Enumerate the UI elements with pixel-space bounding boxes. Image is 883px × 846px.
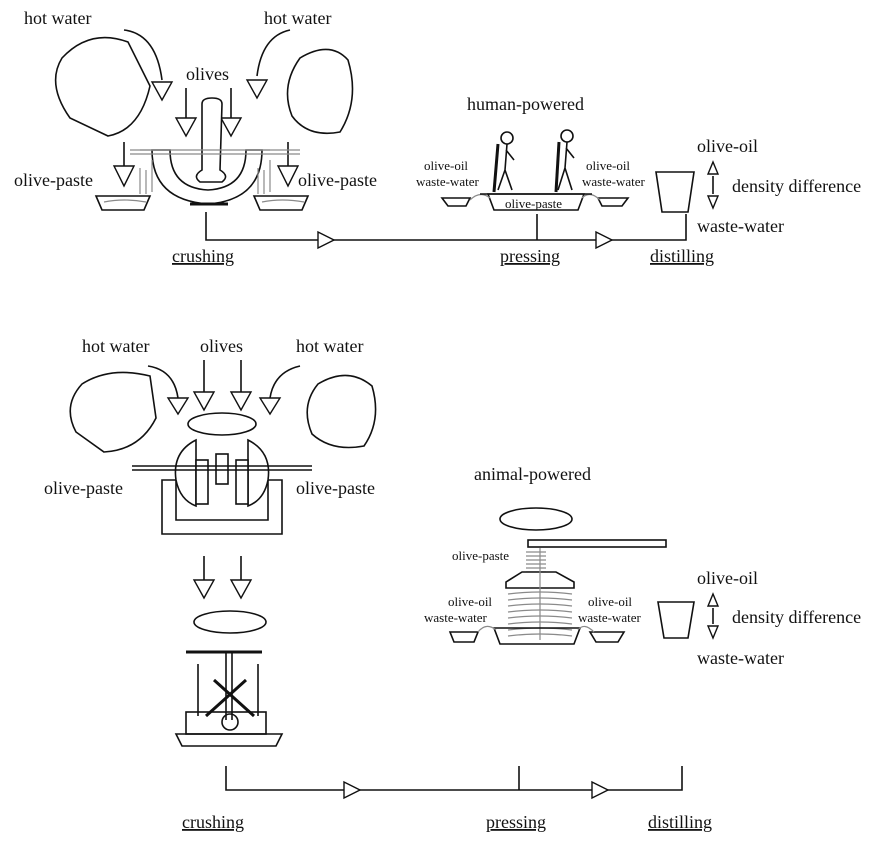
bottom-process-line: [225, 766, 683, 791]
bottom-stage-pressing-label: pressing: [486, 812, 546, 832]
top-hot-water-left-label: hot water: [24, 8, 91, 28]
top-paste-arrowhead-left: [112, 165, 136, 188]
bottom-press-olive-oil-left-label: olive-oil: [448, 594, 492, 609]
bottom-stage-distilling-label: distilling: [648, 812, 712, 832]
top-olive-paste-left-label: olive-paste: [14, 170, 93, 190]
top-olive-arrowhead-right: [219, 117, 243, 138]
top-hot-water-arrowhead-right: [245, 79, 269, 100]
bottom-panel: hot water olives hot water olive-paste o…: [44, 336, 861, 832]
top-hot-water-container-right: [286, 48, 354, 135]
bottom-press-olive-oil-right-label: olive-oil: [588, 594, 632, 609]
top-hot-water-arrowhead-left: [150, 81, 174, 102]
top-hot-water-right-label: hot water: [264, 8, 331, 28]
top-olive-arrowhead-left: [174, 117, 198, 138]
top-paste-arrowhead-right: [276, 165, 300, 188]
bottom-hot-water-arrowhead-right: [258, 397, 282, 416]
top-hot-water-flow-left: [123, 29, 163, 81]
bottom-distilling-vessel: [657, 601, 695, 639]
top-waste-water-label: waste-water: [697, 216, 784, 236]
top-density-arrow-down: [706, 195, 720, 210]
bottom-lever-press: [174, 610, 284, 747]
bottom-process-arrowhead-1: [343, 780, 362, 800]
top-press-waste-water-left-label: waste-water: [416, 174, 479, 189]
top-density-difference-label: density difference: [732, 176, 861, 196]
bottom-olive-arrowhead-left: [192, 391, 216, 412]
bottom-olive-arrowhead-right: [229, 391, 253, 412]
top-panel: hot water hot water olives olive-paste o…: [14, 8, 861, 266]
worker-left: [500, 131, 514, 145]
bottom-press-waste-water-left-label: waste-water: [424, 610, 487, 625]
bottom-animal-press: [448, 507, 667, 645]
bottom-paste-arrowhead-left: [192, 579, 216, 600]
top-stage-pressing-label: pressing: [500, 246, 560, 266]
top-press-olive-paste-label: olive-paste: [505, 196, 562, 211]
top-human-press: [440, 129, 630, 211]
bottom-hot-water-container-left: [69, 371, 157, 453]
top-hot-water-flow-right: [256, 29, 291, 77]
bottom-hot-water-container-right: [306, 374, 377, 449]
bottom-hot-water-flow-right: [269, 365, 301, 399]
bottom-density-arrow-up: [706, 592, 720, 607]
top-basin-right: [252, 195, 310, 211]
bottom-hot-water-right-label: hot water: [296, 336, 363, 356]
top-stage-distilling-label: distilling: [650, 246, 714, 266]
bottom-crusher: [132, 412, 312, 535]
top-press-olive-oil-left-label: olive-oil: [424, 158, 468, 173]
bottom-paste-arrowhead-right: [229, 579, 253, 600]
bottom-press-waste-water-right-label: waste-water: [578, 610, 641, 625]
top-crushing-mill: [130, 97, 300, 206]
bottom-press-olive-paste-label: olive-paste: [452, 548, 509, 563]
top-process-line: [205, 212, 687, 241]
top-distilling-vessel: [655, 171, 695, 213]
bottom-density-difference-label: density difference: [732, 607, 861, 627]
top-olives-label: olives: [186, 64, 229, 84]
top-press-olive-oil-right-label: olive-oil: [586, 158, 630, 173]
top-density-arrow-up: [706, 160, 720, 175]
bottom-animal-powered-label: animal-powered: [474, 464, 591, 484]
bottom-hot-water-flow-left: [147, 365, 179, 399]
top-human-powered-label: human-powered: [467, 94, 584, 114]
top-stage-crushing-label: crushing: [172, 246, 234, 266]
top-olive-oil-label: olive-oil: [697, 136, 758, 156]
top-process-arrowhead-1: [317, 230, 336, 250]
bottom-stage-crushing-label: crushing: [182, 812, 244, 832]
bottom-hot-water-left-label: hot water: [82, 336, 149, 356]
bottom-olive-oil-label: olive-oil: [697, 568, 758, 588]
bottom-hot-water-arrowhead-left: [166, 397, 190, 416]
top-hot-water-container-left: [54, 36, 151, 137]
bottom-density-arrow-down: [706, 625, 720, 640]
bottom-waste-water-label: waste-water: [697, 648, 784, 668]
bottom-olive-paste-right-label: olive-paste: [296, 478, 375, 498]
top-press-waste-water-right-label: waste-water: [582, 174, 645, 189]
bottom-process-arrowhead-2: [591, 780, 610, 800]
bottom-olive-paste-left-label: olive-paste: [44, 478, 123, 498]
top-process-arrowhead-2: [595, 230, 614, 250]
bottom-olives-label: olives: [200, 336, 243, 356]
top-basin-left: [94, 195, 152, 211]
top-olive-paste-right-label: olive-paste: [298, 170, 377, 190]
worker-right: [560, 129, 574, 143]
